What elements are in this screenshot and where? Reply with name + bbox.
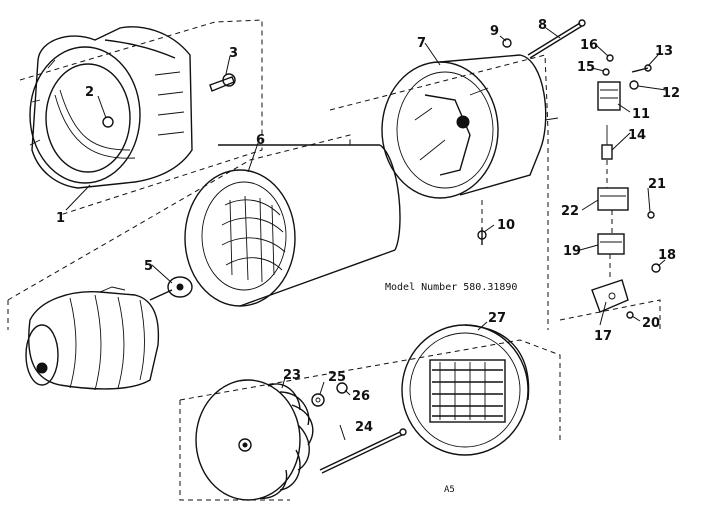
part-label-22: 22 (561, 204, 579, 219)
part-label-13: 13 (655, 44, 673, 59)
bearing (167, 276, 193, 298)
part-label-8: 8 (538, 18, 547, 33)
screw-10 (477, 200, 487, 245)
part-label-21: 21 (648, 177, 666, 192)
part-label-25: 25 (328, 370, 346, 385)
long-rod (527, 19, 586, 59)
nut-9 (502, 38, 512, 48)
part-label-2: 2 (85, 85, 94, 100)
heat-exchanger-grille (401, 324, 530, 456)
part-label-26: 26 (352, 389, 370, 404)
part-label-27: 27 (488, 311, 506, 326)
electrical-components (591, 54, 661, 319)
part-label-16: 16 (580, 38, 598, 53)
fan-wheel (195, 379, 314, 501)
nut-26 (336, 382, 348, 394)
part-label-6: 6 (256, 133, 265, 148)
part-label-23: 23 (283, 368, 301, 383)
motor-housing (29, 26, 193, 189)
part-label-7: 7 (417, 36, 426, 51)
washer-25 (311, 393, 325, 407)
model-number-text: Model Number 580.31890 (385, 282, 517, 293)
part-label-11: 11 (632, 107, 650, 122)
part-label-20: 20 (642, 316, 660, 331)
fan-housing (381, 54, 559, 199)
group-boundaries (7, 19, 661, 501)
part-label-3: 3 (229, 46, 238, 61)
part-label-12: 12 (662, 86, 680, 101)
housing-bolt (209, 73, 236, 92)
part-label-24: 24 (355, 420, 373, 435)
blower-shell (184, 144, 401, 307)
part-label-18: 18 (658, 248, 676, 263)
page-code-text: A5 (444, 485, 455, 495)
part-label-10: 10 (497, 218, 515, 233)
part-label-9: 9 (490, 24, 499, 39)
rod-24 (319, 428, 407, 474)
leader-lines (65, 27, 667, 441)
motor-armature (25, 286, 173, 391)
part-labels: 1 2 3 5 6 7 8 9 10 11 12 13 14 15 16 17 … (56, 18, 680, 435)
part-label-15: 15 (577, 60, 595, 75)
part-label-5: 5 (144, 259, 153, 274)
part-label-19: 19 (563, 244, 581, 259)
part-label-14: 14 (628, 128, 646, 143)
part-label-17: 17 (594, 329, 612, 344)
part-label-1: 1 (56, 211, 65, 226)
